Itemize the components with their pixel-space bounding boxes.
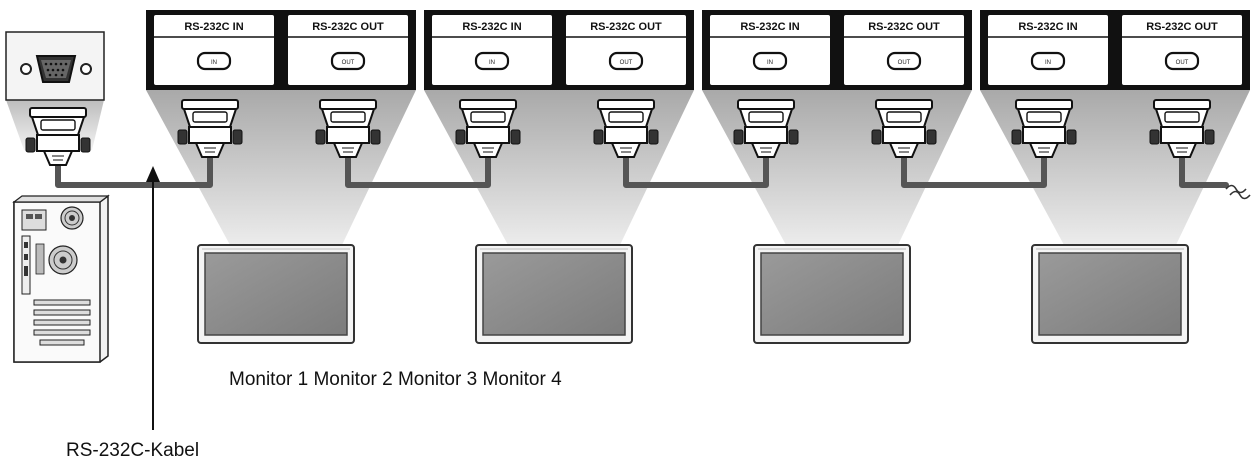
rs232-port-panel: RS-232C IN IN RS-232C OUT OUT <box>702 10 972 90</box>
monitor-icon <box>753 244 911 344</box>
serial-jack-icon <box>474 51 510 71</box>
serial-jack-icon <box>886 51 922 71</box>
port-box <box>988 15 1108 85</box>
port-box <box>432 15 552 85</box>
monitor-unit: RS-232C IN IN RS-232C OUT OUT <box>146 10 416 344</box>
monitor-icon <box>475 244 633 344</box>
port-label: RS-232C OUT <box>312 21 384 33</box>
serial-jack-icon <box>1030 51 1066 71</box>
jack-label: OUT <box>1176 60 1189 66</box>
jack-label: IN <box>211 60 217 66</box>
serial-jack-icon <box>330 51 366 71</box>
port-box <box>844 15 964 85</box>
serial-jack-icon <box>1164 51 1200 71</box>
rs232-out-port: RS-232C OUT OUT <box>288 15 408 85</box>
pc-db9-port-icon <box>5 31 105 101</box>
computer-tower-icon <box>12 194 110 363</box>
monitor-captions: Monitor 1 Monitor 2 Monitor 3 Monitor 4 <box>229 369 562 390</box>
port-box <box>154 15 274 85</box>
jack-label: OUT <box>342 60 355 66</box>
rs232-in-port: RS-232C IN IN <box>710 15 830 85</box>
monitor-icon <box>197 244 355 344</box>
serial-jack-icon <box>608 51 644 71</box>
jack-label: OUT <box>620 60 633 66</box>
port-box <box>566 15 686 85</box>
port-label: RS-232C OUT <box>1146 21 1218 33</box>
rs232-out-port: RS-232C OUT OUT <box>844 15 964 85</box>
port-label: RS-232C OUT <box>868 21 940 33</box>
rs232-out-port: RS-232C OUT OUT <box>1122 15 1242 85</box>
jack-label: IN <box>489 60 495 66</box>
monitor-light-beams <box>146 90 1250 245</box>
rs232-in-port: RS-232C IN IN <box>432 15 552 85</box>
port-label: RS-232C IN <box>740 21 799 33</box>
rs232-port-panel: RS-232C IN IN RS-232C OUT OUT <box>424 10 694 90</box>
arrow-up-icon <box>146 166 160 430</box>
cable-caption: RS-232C-Kabel <box>66 440 200 461</box>
monitor-unit: RS-232C IN IN RS-232C OUT OUT <box>702 10 972 344</box>
port-box <box>710 15 830 85</box>
monitor-unit: RS-232C IN IN RS-232C OUT OUT <box>980 10 1250 344</box>
jack-label: OUT <box>898 60 911 66</box>
monitor-unit: RS-232C IN IN RS-232C OUT OUT <box>424 10 694 344</box>
port-label: RS-232C OUT <box>590 21 662 33</box>
port-label: RS-232C IN <box>184 21 243 33</box>
rs232-port-panel: RS-232C IN IN RS-232C OUT OUT <box>980 10 1250 90</box>
rs232-port-panel: RS-232C IN IN RS-232C OUT OUT <box>146 10 416 90</box>
serial-jack-icon <box>196 51 232 71</box>
monitor-icon <box>1031 244 1189 344</box>
serial-jack-icon <box>752 51 788 71</box>
rs232-in-port: RS-232C IN IN <box>988 15 1108 85</box>
port-label: RS-232C IN <box>1018 21 1077 33</box>
jack-label: IN <box>1045 60 1051 66</box>
rs232-out-port: RS-232C OUT OUT <box>566 15 686 85</box>
port-box <box>1122 15 1242 85</box>
rs232-in-port: RS-232C IN IN <box>154 15 274 85</box>
jack-label: IN <box>767 60 773 66</box>
port-label: RS-232C IN <box>462 21 521 33</box>
cable-break-icon <box>1225 184 1251 200</box>
rs232-cable <box>55 154 1251 200</box>
port-box <box>288 15 408 85</box>
